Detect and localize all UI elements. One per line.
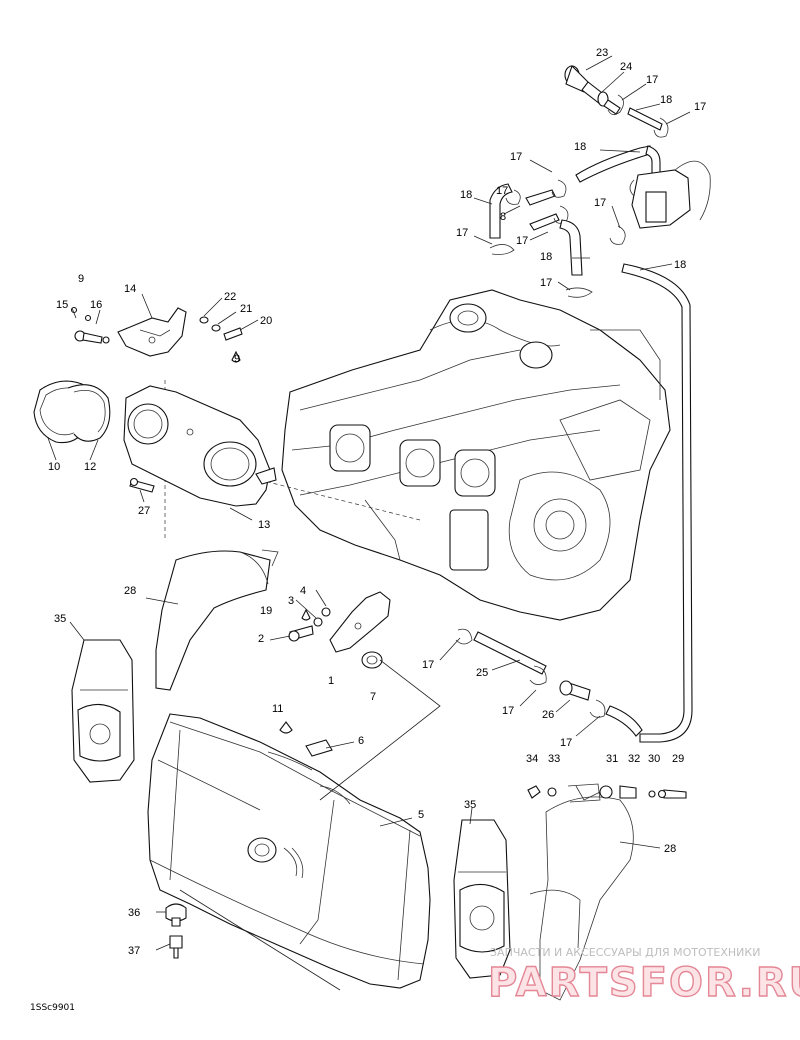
callout-29: 29 xyxy=(672,753,684,765)
figure-code: 1SSc9901 xyxy=(30,1003,75,1013)
callout-10: 10 xyxy=(48,461,60,473)
watermark-brand: PARTSFOR.RU xyxy=(488,960,800,1006)
callout-5: 5 xyxy=(418,809,424,821)
hardware-parts xyxy=(527,783,687,803)
callout-36: 36 xyxy=(128,907,140,919)
callout-22: 22 xyxy=(224,291,236,303)
lower-hoses xyxy=(455,628,643,737)
callout-16: 16 xyxy=(90,299,102,311)
muffler-side-left xyxy=(71,639,135,783)
callout-8: 8 xyxy=(500,211,506,223)
callout-25: 25 xyxy=(476,667,488,679)
callout-17: 17 xyxy=(516,235,528,247)
callout-18: 18 xyxy=(674,259,686,271)
callout-17: 17 xyxy=(456,227,468,239)
callout-17: 17 xyxy=(510,151,522,163)
callout-labels: 23 24 17 18 17 17 18 18 17 8 17 17 18 17… xyxy=(48,47,706,957)
callout-35: 35 xyxy=(54,613,66,625)
callout-34: 34 xyxy=(526,753,538,765)
callout-26: 26 xyxy=(542,709,554,721)
callout-21: 21 xyxy=(240,303,252,315)
flange-plate xyxy=(123,385,277,507)
callout-13: 13 xyxy=(258,519,270,531)
callout-18: 18 xyxy=(460,189,472,201)
callout-14: 14 xyxy=(124,283,136,295)
callout-9: 9 xyxy=(234,353,240,365)
callout-23: 23 xyxy=(596,47,608,59)
callout-17: 17 xyxy=(560,737,572,749)
callout-17: 17 xyxy=(646,74,658,86)
mount-bracket xyxy=(288,591,391,669)
callout-33: 33 xyxy=(548,753,560,765)
muffler-side-right xyxy=(453,819,511,979)
callout-18: 18 xyxy=(660,94,672,106)
top-fitting-assembly xyxy=(489,64,711,743)
muffler-body xyxy=(147,713,431,989)
callout-18: 18 xyxy=(574,141,586,153)
bracket-assembly xyxy=(70,306,243,363)
callout-17: 17 xyxy=(594,197,606,209)
callout-31: 31 xyxy=(606,753,618,765)
fastener-36-37 xyxy=(165,903,187,959)
engine-block xyxy=(164,289,671,621)
callout-3: 3 xyxy=(288,595,294,607)
callout-2: 2 xyxy=(258,633,264,645)
exhaust-pipe-lower xyxy=(529,785,634,1001)
watermark-tagline: ЗАПЧАСТИ И АКСЕССУАРЫ ДЛЯ МОТОТЕХНИКИ xyxy=(490,946,760,959)
callout-19: 19 xyxy=(260,605,272,617)
callout-12: 12 xyxy=(84,461,96,473)
callout-17: 17 xyxy=(496,185,508,197)
callout-20: 20 xyxy=(260,315,272,327)
callout-7: 7 xyxy=(370,691,376,703)
callout-11: 11 xyxy=(272,703,283,715)
callout-32: 32 xyxy=(628,753,640,765)
callout-28: 28 xyxy=(664,843,676,855)
callout-28: 28 xyxy=(124,585,136,597)
callout-27: 27 xyxy=(138,505,150,517)
callout-4: 4 xyxy=(300,585,306,597)
callout-9: 9 xyxy=(78,273,84,285)
callout-18: 18 xyxy=(540,251,552,263)
leader-lines xyxy=(47,55,691,991)
callout-30: 30 xyxy=(648,753,660,765)
callout-15: 15 xyxy=(56,299,68,311)
callout-17: 17 xyxy=(694,101,706,113)
callout-37: 37 xyxy=(128,945,140,957)
exhaust-pipe-upper xyxy=(155,549,279,691)
callout-17: 17 xyxy=(422,659,434,671)
callout-35: 35 xyxy=(464,799,476,811)
callout-17: 17 xyxy=(540,277,552,289)
callout-17: 17 xyxy=(502,705,514,717)
callout-24: 24 xyxy=(620,61,632,73)
callout-1: 1 xyxy=(328,675,334,687)
seal-rings xyxy=(33,380,111,444)
callout-6: 6 xyxy=(358,735,364,747)
